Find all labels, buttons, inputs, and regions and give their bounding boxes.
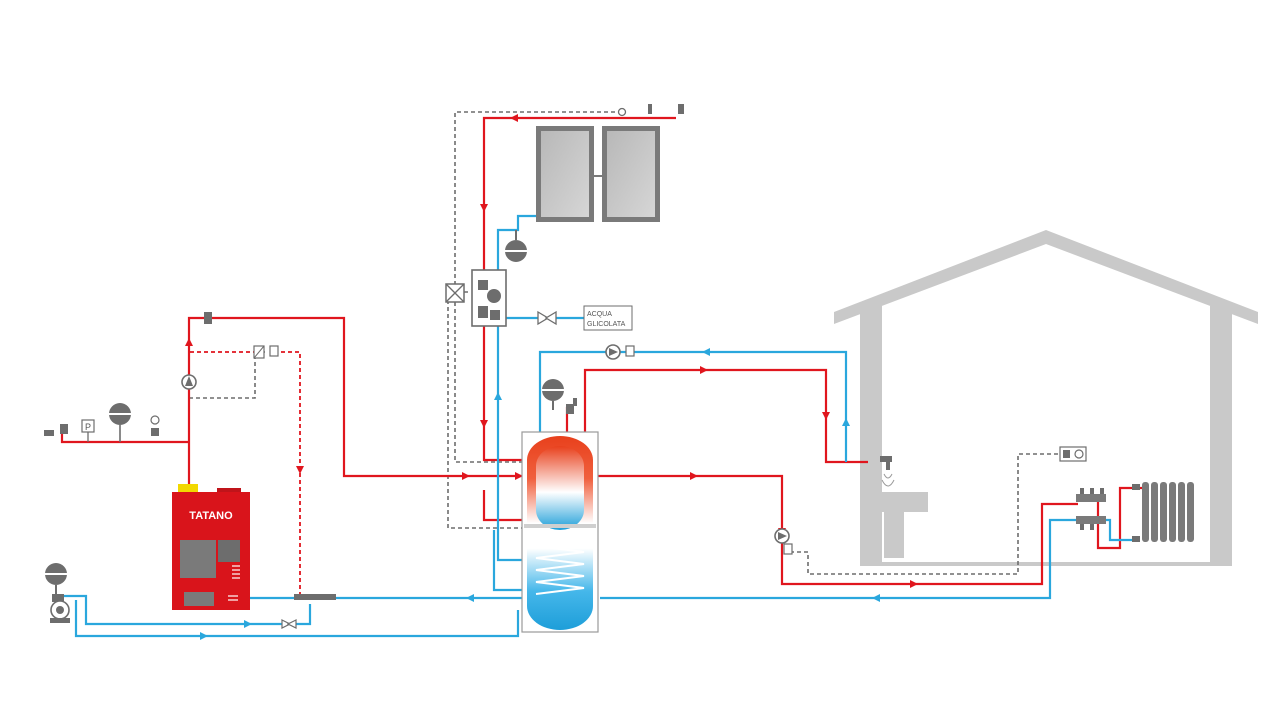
thermostat-icon [1059,446,1087,462]
solar-pump-group [471,269,507,327]
pressure-gauge-label: P [85,422,91,432]
tank-expansion-vessel-icon [542,379,564,410]
heat-exchanger-coil [535,545,585,595]
left-branch-instruments: P [44,403,160,442]
flow-arrows [185,114,918,588]
mixing-valve-icon [445,283,465,303]
pump-icon [605,344,635,360]
inlet-expansion-vessel-icon [45,563,67,594]
boiler: TATANO [172,484,250,610]
glycol-valve-icon [537,310,557,326]
recirculation-pump-icon [774,528,793,555]
storage-tank [521,431,599,633]
expansion-vessel-icon [505,230,527,262]
plate-exchanger [294,594,336,600]
glycol-water-label-line2: GLICOLATA [587,321,626,328]
tank-safety-valve-icon [566,398,577,414]
cold-valve-icon [281,619,297,629]
boiler-brand-label: TATANO [189,510,233,522]
boiler-pump-icon [181,374,197,390]
radiator-icon [1132,482,1194,542]
solar-collector-icon [536,126,660,222]
thermostatic-valve-icon [253,345,279,359]
glycol-water-label-line1: ACQUA [587,311,612,318]
inlet-pump-icon [50,594,70,623]
manifold-icon [1076,488,1106,530]
tap-icon [880,456,895,487]
boiler-safety-valve-icon [204,312,212,324]
sink [882,492,928,512]
house [834,230,1258,566]
air-vent-icon [617,104,684,117]
glycol-water-label-box: ACQUA GLICOLATA [583,305,633,331]
